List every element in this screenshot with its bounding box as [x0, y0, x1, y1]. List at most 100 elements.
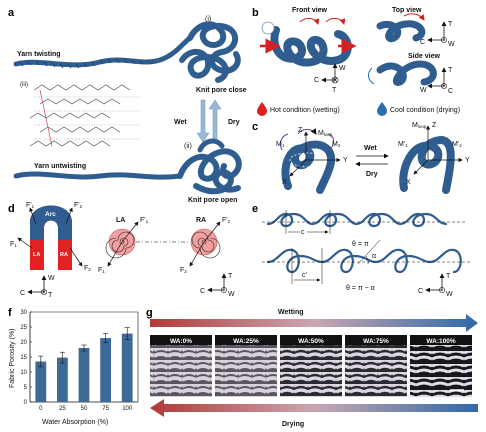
chart-bar	[57, 357, 68, 402]
axis-label-w: W	[339, 65, 346, 72]
f1-label: F1	[10, 241, 17, 248]
axis-e: T C W	[418, 273, 453, 298]
axis-top: T C W	[420, 21, 455, 48]
hot-condition-label: Hot condition (wetting)	[270, 107, 340, 114]
chart-ytick-label: 30	[20, 310, 27, 316]
knit-close-label: Knit pore close	[196, 87, 247, 94]
twisted-yarn-twists	[19, 58, 152, 69]
axis-label-w3: W	[420, 87, 427, 94]
wet-label-c: Wet	[364, 145, 377, 152]
m2p-label: M'2	[452, 141, 462, 148]
ra-label: RA	[196, 217, 206, 224]
fabric-photo-caption-bg	[150, 335, 212, 345]
axis-label-c-e: C	[418, 288, 423, 295]
panel-d: d Arc LA RA F'1 F'2 F1 F2 W C T LA	[8, 202, 235, 299]
wet-arrow-a	[196, 99, 210, 143]
top-view-yarn	[376, 13, 426, 43]
hot-cool-legend: Hot condition (wetting) Cool condition (…	[257, 102, 460, 116]
knit-open-label: Knit pore open	[188, 197, 237, 204]
yarn-untwisting-label: Yarn untwisting	[34, 163, 86, 170]
chart-ytick-label: 10	[20, 370, 27, 376]
panel-e: e c θ = π c' α θ = π − α	[252, 203, 470, 298]
wet-label-a: Wet	[174, 119, 187, 126]
fabric-photo-strip: WA:0%WA:25%WA:50%WA:75%WA:100%	[150, 335, 472, 397]
panel-label-f: f	[8, 307, 12, 319]
arc-label: Arc	[45, 211, 56, 218]
panel-g: g Wetting WA:0%WA:25%WA:50%WA:75%WA:100%…	[146, 307, 478, 428]
loop-dry: Z Mloop M'1 M'2 X Y	[398, 122, 470, 194]
axis-label-t-e: T	[446, 273, 451, 280]
knit-open-illustration	[177, 138, 242, 195]
y-axis-label: Y	[343, 157, 348, 164]
cool-drop-icon	[377, 102, 387, 116]
f2-label: F2	[84, 265, 91, 272]
wetting-label: Wetting	[278, 309, 304, 316]
front-view-label: Front view	[292, 7, 328, 14]
c-label: c	[301, 229, 305, 236]
f1p-label-la: F'1	[140, 217, 149, 224]
chart-bar	[121, 333, 133, 402]
axis-label-t: T	[332, 87, 337, 94]
chart-ylabel: Fabric Porosity (%)	[9, 328, 16, 388]
hot-drop-icon	[257, 102, 267, 116]
panel-label-g: g	[146, 307, 153, 319]
axis-label-w2: W	[448, 41, 455, 48]
panel-label-a: a	[8, 7, 15, 19]
axis-label-w-e: W	[446, 291, 453, 298]
cellulose-structure: (iii)	[20, 82, 140, 147]
la-label-small: LA	[33, 252, 40, 258]
chart-bar	[78, 348, 90, 402]
axis-label-t-d: T	[48, 292, 53, 299]
yarn-twisting-label: Yarn twisting	[17, 51, 61, 58]
ra-label-small: RA	[60, 252, 68, 258]
m-loop-label: Mloop	[318, 130, 333, 137]
fabric-photo-caption: WA:0%	[170, 338, 192, 345]
f2-label-ra: F2	[180, 267, 187, 274]
fabric-photo-caption: WA:25%	[233, 338, 259, 345]
chart-bar	[35, 361, 47, 402]
m1-label: M1	[276, 141, 285, 148]
state-iii-label: (iii)	[20, 82, 28, 88]
chart-xlabel: Water Absorption (%)	[42, 419, 108, 426]
axis-label-t3: T	[448, 67, 453, 74]
fabric-photo-caption-bg	[280, 335, 342, 345]
chart-xtick-label: 100	[122, 406, 133, 412]
ra-spiral: RA F'2 F2	[180, 217, 231, 274]
dry-label-c: Dry	[366, 171, 378, 178]
fabric-photo	[345, 335, 407, 397]
untwisted-yarn	[13, 171, 183, 180]
wetting-arrow	[150, 314, 478, 332]
x-axis-label: X	[282, 179, 287, 186]
chart-xtick-label: 50	[81, 406, 88, 412]
f1-label-la: F1	[98, 267, 105, 274]
top-view-label: Top view	[392, 7, 422, 14]
panel-label-e: e	[252, 203, 258, 215]
x-axis-label-2: X	[406, 179, 411, 186]
axis-front: W C T	[314, 63, 346, 94]
axis-label-t2: T	[448, 21, 453, 28]
dry-label-a: Dry	[228, 119, 240, 126]
alpha-label: α	[372, 253, 376, 260]
chart-ytick-label: 15	[20, 355, 27, 361]
chart-ytick-label: 20	[20, 340, 27, 346]
fabric-photo-caption: WA:50%	[298, 338, 324, 345]
fabric-photo-caption: WA:75%	[363, 338, 389, 345]
knit-close-illustration	[179, 21, 241, 83]
axis-label-t-d2: T	[228, 273, 233, 280]
z-axis-label: Z	[298, 127, 303, 134]
panel-c: c Z Mloop M1 M2 X Y Wet Dry	[252, 121, 470, 194]
front-view-yarn	[260, 17, 357, 67]
m2-label: M2	[332, 141, 341, 148]
axis-label-w-d: W	[48, 275, 55, 282]
theta-alpha-label: θ = π − α	[346, 285, 375, 292]
chart-bar	[100, 338, 111, 402]
state-i-label: (i)	[205, 16, 211, 23]
y-axis-label-2: Y	[465, 157, 470, 164]
state-ii-label: (ii)	[184, 143, 192, 150]
panel-b: b Front view W C T Top view	[252, 7, 460, 116]
drying-label: Drying	[282, 421, 304, 428]
loops-theta-alpha: c' α θ = π − α	[262, 239, 470, 292]
fabric-photo-caption-bg	[215, 335, 277, 345]
